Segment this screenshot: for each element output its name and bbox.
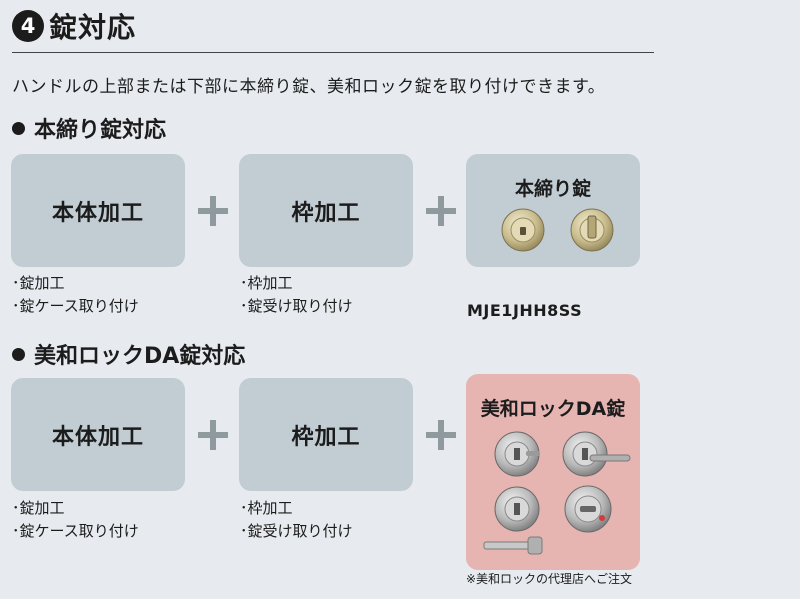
plus-icon xyxy=(426,196,456,226)
bullet-icon xyxy=(12,121,25,135)
miwa-da-lock-image xyxy=(483,431,631,555)
section-heading-text: 本締り錠対応 xyxy=(34,118,167,143)
page-title-text: 錠対応 xyxy=(49,11,137,44)
footnote: ※美和ロックの代理店へご注文 xyxy=(466,572,633,586)
process-box-frame: 枠加工 xyxy=(239,378,413,491)
bullet-icon xyxy=(12,347,25,361)
plus-icon xyxy=(198,196,228,226)
section-heading-miwa: 美和ロックDA錠対応 xyxy=(12,338,245,370)
notes-body: ･錠加工 ･錠ケース取り付け xyxy=(12,497,139,543)
note-line: ･錠加工 xyxy=(12,274,65,292)
process-box-body: 本体加工 xyxy=(11,154,185,267)
title-divider xyxy=(12,52,654,53)
notes-frame: ･枠加工 ･錠受け取り付け xyxy=(240,497,353,543)
note-line: ･錠受け取り付け xyxy=(240,297,353,315)
section-heading-deadbolt: 本締り錠対応 xyxy=(12,112,166,144)
section-number-badge: 4 xyxy=(12,10,44,42)
description: ハンドルの上部または下部に本締り錠、美和ロック錠を取り付けできます。 xyxy=(12,77,606,97)
note-line: ･錠受け取り付け xyxy=(240,522,353,540)
note-line: ･錠ケース取り付け xyxy=(12,522,139,540)
model-number: MJE1JHH8SS xyxy=(467,301,583,320)
lock-box-deadbolt: 本締り錠 xyxy=(466,154,640,267)
note-line: ･錠ケース取り付け xyxy=(12,297,139,315)
note-line: ･枠加工 xyxy=(240,499,293,517)
note-line: ･枠加工 xyxy=(240,274,293,292)
process-box-body: 本体加工 xyxy=(11,378,185,491)
process-box-frame: 枠加工 xyxy=(239,154,413,267)
lock-title: 美和ロックDA錠 xyxy=(480,398,626,420)
plus-icon xyxy=(198,420,228,450)
notes-body: ･錠加工 ･錠ケース取り付け xyxy=(12,272,139,318)
lock-box-miwa-da: 美和ロックDA錠 xyxy=(466,374,640,570)
section-heading-text: 美和ロックDA錠対応 xyxy=(34,344,246,369)
page-title: 4 錠対応 xyxy=(12,6,136,46)
lock-title: 本締り錠 xyxy=(514,178,591,200)
note-line: ･錠加工 xyxy=(12,499,65,517)
plus-icon xyxy=(426,420,456,450)
deadbolt-lock-image xyxy=(501,208,614,252)
notes-frame: ･枠加工 ･錠受け取り付け xyxy=(240,272,353,318)
